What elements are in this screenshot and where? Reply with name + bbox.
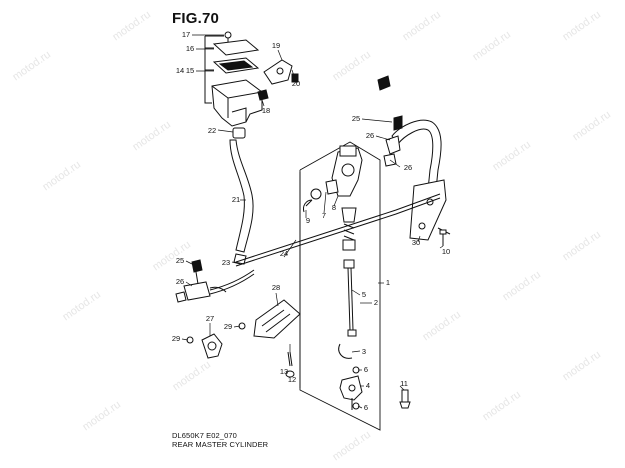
union-left	[175, 259, 227, 303]
pin-washer	[285, 351, 295, 378]
callout-29-left: 29	[172, 334, 180, 343]
leader-lines	[181, 34, 444, 409]
reservoir-body	[211, 79, 263, 127]
callout-5: 5	[362, 290, 366, 299]
callout-1: 1	[386, 278, 390, 287]
master-cylinder-body	[303, 145, 363, 213]
callout-6-upper: 6	[364, 365, 368, 374]
callout-20: 20	[292, 79, 300, 88]
callout-6-lower: 6	[364, 403, 368, 412]
callout-12: 12	[288, 375, 296, 384]
reservoir-hose	[229, 127, 254, 265]
callout-15: 15	[186, 66, 194, 75]
callout-27: 27	[206, 314, 214, 323]
callout-8: 8	[332, 203, 336, 212]
callout-25-right: 25	[352, 114, 360, 123]
callout-19: 19	[272, 41, 280, 50]
callout-21: 21	[232, 195, 240, 204]
figure-title: FIG.70	[172, 10, 220, 27]
model-code: DL650K7 E02_070	[172, 431, 237, 440]
callout-10: 10	[442, 247, 450, 256]
callout-2: 2	[374, 298, 378, 307]
callout-30: 30	[412, 238, 420, 247]
bolt-10	[439, 229, 447, 246]
callout-29-right: 29	[224, 322, 232, 331]
brake-hose-right	[383, 115, 451, 241]
callout-14: 14	[176, 66, 184, 75]
callout-26-left: 26	[176, 277, 184, 286]
brake-pipe	[209, 193, 441, 295]
callout-4: 4	[366, 381, 370, 390]
reservoir-cap	[212, 39, 260, 56]
clevis-pin	[399, 389, 411, 409]
callout-9: 9	[306, 216, 310, 225]
callout-11: 11	[400, 379, 408, 388]
callout-24: 24	[280, 249, 288, 258]
heat-cover	[253, 299, 301, 339]
reservoir-assembly	[204, 31, 263, 127]
callout-18: 18	[262, 106, 270, 115]
callout-23: 23	[222, 258, 230, 267]
assembly-name: REAR MASTER CYLINDER	[172, 440, 269, 449]
callout-25-left: 25	[176, 256, 184, 265]
hose-clamp	[186, 322, 246, 359]
diagram-footer: DL650K7 E02_070 REAR MASTER CYLINDER	[172, 431, 268, 449]
callout-28: 28	[272, 283, 280, 292]
callout-7: 7	[322, 211, 326, 220]
callout-3: 3	[362, 347, 366, 356]
callout-22: 22	[208, 126, 216, 135]
mounting-bracket	[257, 59, 299, 101]
callout-26-right: 26	[404, 163, 412, 172]
callout-labels: 17 16 15 14 19 20 18 22 21 24 23 25 26 2…	[172, 30, 450, 412]
callout-13: 13	[280, 367, 288, 376]
callout-16: 16	[186, 44, 194, 53]
direction-marker	[377, 75, 391, 91]
piston-assembly	[338, 207, 363, 410]
callout-17: 17	[182, 30, 190, 39]
callout-26-right-top: 26	[366, 131, 374, 140]
